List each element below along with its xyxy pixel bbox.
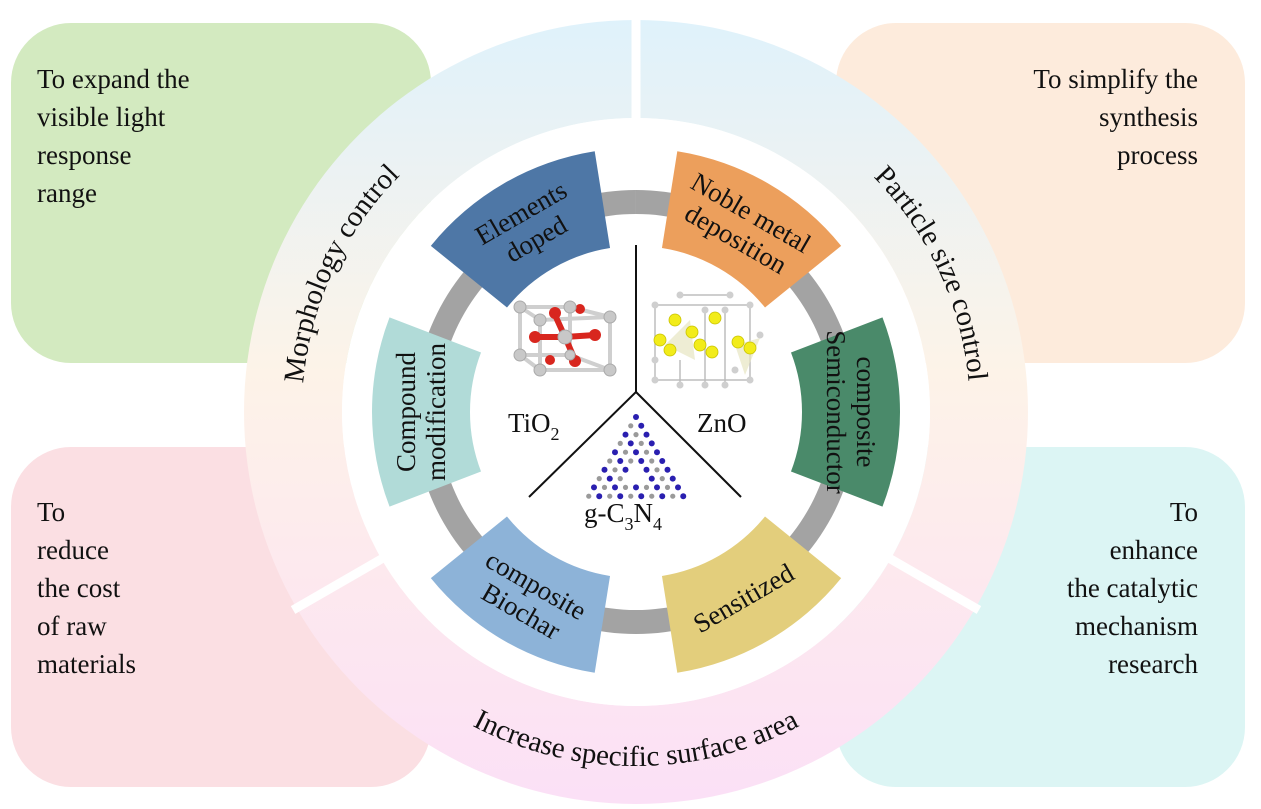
strategy-segment bbox=[661, 516, 842, 673]
strategy-label-line: composite bbox=[851, 357, 881, 468]
atom bbox=[607, 493, 613, 499]
atom bbox=[675, 484, 681, 491]
atom bbox=[622, 484, 629, 490]
atom bbox=[606, 475, 613, 482]
atom bbox=[669, 475, 676, 482]
atom bbox=[617, 458, 624, 464]
atom bbox=[659, 458, 666, 464]
atom bbox=[638, 440, 644, 446]
material-label-gc3n4: g-C3N4 bbox=[584, 498, 662, 534]
atom bbox=[638, 493, 645, 500]
strategy-segments bbox=[371, 151, 900, 673]
tio2-crystal-structure-icon bbox=[513, 300, 617, 377]
ring-divider bbox=[290, 553, 388, 614]
strategy-segment bbox=[790, 317, 900, 507]
atom bbox=[612, 484, 618, 491]
atom bbox=[617, 476, 623, 482]
goal-text-top-right: To simplify the synthesis process bbox=[1033, 64, 1198, 170]
goal-text-bottom-right: To enhance the catalytic mechanism resea… bbox=[1066, 497, 1198, 679]
atom bbox=[607, 458, 613, 464]
atom bbox=[659, 493, 666, 500]
atom bbox=[643, 431, 650, 438]
atom bbox=[648, 475, 655, 482]
atom bbox=[596, 476, 602, 482]
strategy-label-line: Semiconductor bbox=[821, 330, 851, 493]
atom bbox=[601, 484, 608, 490]
strategy-label-line: Compound bbox=[391, 351, 421, 472]
goal-text-top-left: To expand the visible light response ran… bbox=[37, 64, 190, 208]
material-label-tio2: TiO2 bbox=[508, 408, 560, 444]
goal-text-bottom-left: To reduce the cost of raw materials bbox=[37, 497, 136, 679]
outer-ring-dividers bbox=[290, 16, 982, 614]
atom bbox=[654, 484, 660, 491]
material-label-zno: ZnO bbox=[697, 408, 747, 438]
material-divider bbox=[528, 245, 742, 498]
atom bbox=[670, 493, 676, 499]
atom bbox=[638, 458, 645, 464]
atom bbox=[628, 458, 634, 464]
atom bbox=[638, 422, 645, 429]
ring-divider bbox=[884, 553, 982, 614]
strategy-segment bbox=[430, 516, 611, 673]
strategy-segment bbox=[430, 151, 611, 308]
atom bbox=[654, 467, 660, 473]
atom bbox=[612, 467, 618, 473]
strategy-segment bbox=[661, 151, 842, 308]
atom bbox=[648, 440, 655, 447]
atom bbox=[622, 431, 629, 438]
atom bbox=[622, 466, 629, 473]
atom bbox=[617, 493, 624, 500]
atom bbox=[633, 484, 639, 491]
atom bbox=[643, 466, 650, 473]
atom bbox=[596, 493, 603, 500]
atom bbox=[649, 493, 655, 499]
atom bbox=[617, 440, 623, 446]
atom bbox=[680, 493, 687, 500]
atom bbox=[622, 449, 629, 455]
atom bbox=[664, 484, 671, 490]
atom bbox=[633, 432, 639, 438]
atom bbox=[627, 440, 634, 447]
zno-crystal-structure-icon bbox=[651, 291, 764, 389]
atom bbox=[628, 493, 634, 499]
strategy-label-line: modification bbox=[421, 343, 451, 481]
atom bbox=[586, 493, 592, 499]
atom bbox=[633, 449, 639, 456]
gc3n4-structure-icon bbox=[586, 414, 687, 500]
atom bbox=[643, 484, 650, 490]
atom bbox=[612, 449, 618, 456]
atom bbox=[649, 458, 655, 464]
atom bbox=[659, 476, 665, 482]
atom bbox=[591, 484, 597, 491]
atom bbox=[633, 414, 639, 420]
atom bbox=[601, 466, 608, 473]
atom bbox=[664, 466, 671, 473]
atom bbox=[643, 449, 650, 455]
strategy-segment bbox=[371, 317, 482, 507]
atom bbox=[628, 423, 634, 429]
atom bbox=[654, 449, 660, 456]
